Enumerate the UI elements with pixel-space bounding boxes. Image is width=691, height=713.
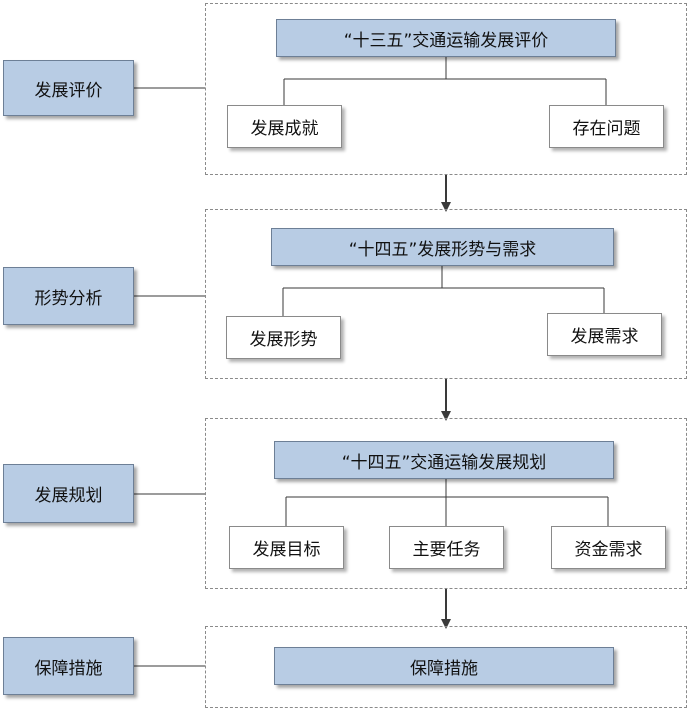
stage-3-header-box: “十四五”交通运输发展规划 — [274, 441, 614, 479]
stage-2-header-box: “十四五”发展形势与需求 — [271, 228, 614, 266]
stage-2-frame — [205, 209, 687, 379]
stage-1-child-1: 发展成就 — [227, 105, 342, 148]
stage-4-side-label: 保障措施 — [3, 637, 134, 695]
stage-2-side-label: 形势分析 — [3, 267, 134, 325]
stage-4-header-box: 保障措施 — [274, 647, 614, 685]
stage-2-child-1: 发展形势 — [226, 316, 341, 359]
stage-3-child-3: 资金需求 — [551, 526, 666, 569]
stage-3-child-1: 发展目标 — [229, 526, 344, 569]
stage-3-frame — [205, 418, 687, 589]
stage-1-side-label: 发展评价 — [3, 60, 134, 116]
stage-1-child-2: 存在问题 — [549, 105, 664, 148]
stage-2-child-2: 发展需求 — [547, 313, 662, 356]
stage-1-frame — [205, 3, 687, 175]
stage-1-header-box: “十三五”交通运输发展评价 — [276, 19, 616, 57]
stage-3-side-label: 发展规划 — [3, 464, 134, 523]
stage-3-child-2: 主要任务 — [389, 526, 504, 569]
stage-4-frame — [205, 626, 687, 708]
